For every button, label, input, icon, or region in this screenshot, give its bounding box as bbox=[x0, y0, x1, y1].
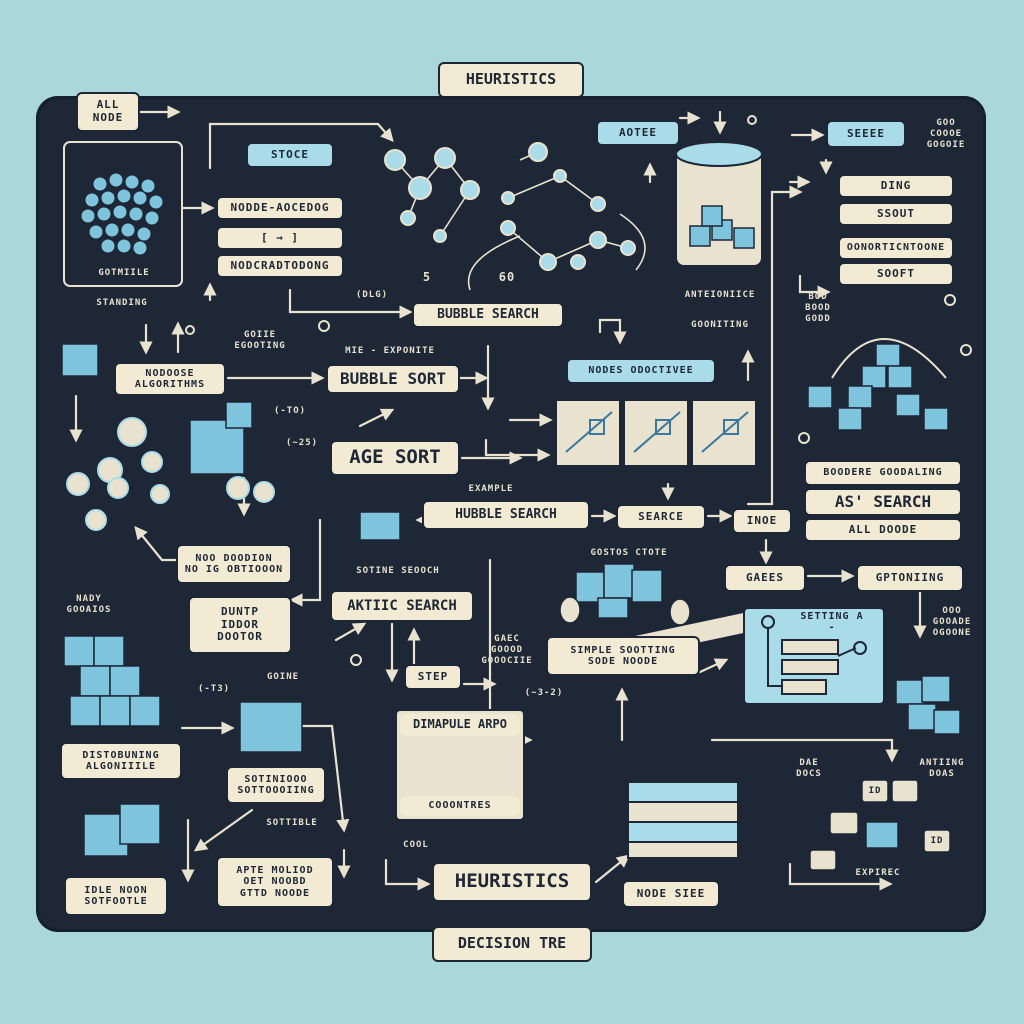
label-all-node-top: ALL NODE bbox=[76, 92, 140, 132]
label-gpdoting: GPTONIING bbox=[856, 564, 964, 592]
note-goeie: GOIIE EGOOTING bbox=[234, 330, 286, 351]
note-goonting: GOONITING bbox=[691, 320, 749, 330]
note-anting-goas: ANTIING DOAS bbox=[919, 758, 965, 779]
note-sotible: SOTTIBLE bbox=[266, 818, 318, 828]
note-tree-id-1: ID bbox=[868, 786, 882, 796]
label-node-objectives-top: NODES ODOCTIVEE bbox=[566, 358, 716, 384]
label-seeee: SEEEE bbox=[826, 120, 906, 148]
note-tbd-b: (~25) bbox=[285, 438, 319, 448]
label-astar-search: AS' SEARCH bbox=[804, 488, 962, 516]
label-step: STEP bbox=[404, 664, 462, 690]
label-apte-molicd: APTE MOLIOD OET NOOBD GTTD NOODE bbox=[216, 856, 334, 908]
label-stoce: STOCE bbox=[246, 142, 334, 168]
note-antering: ANTEIONIICE bbox=[684, 290, 756, 300]
caption-standing: STANDING bbox=[96, 298, 148, 308]
label-sooft: SOOFT bbox=[838, 262, 954, 286]
note-cos-tag: COOL bbox=[403, 840, 429, 850]
note-tree-id-2: ID bbox=[930, 836, 944, 846]
note-bdd: BOD BOOD GODD bbox=[805, 292, 831, 324]
label-setting-a: SETTING A - bbox=[800, 610, 864, 634]
label-nodcradtodong: NODCRADTODONG bbox=[216, 254, 344, 278]
label-duntp-index: DUNTP IDDOR DOOTOR bbox=[188, 596, 292, 654]
note-number-5: 5 bbox=[422, 270, 432, 284]
caption-cotmille: GOTMIILE bbox=[98, 268, 150, 278]
label-node-aocedog: NODDE-AOCEDOG bbox=[216, 196, 344, 220]
note-mie-exponite: MIE - EXPONITE bbox=[345, 346, 435, 356]
label-arrow-box: [ → ] bbox=[216, 226, 344, 250]
label-heuristics-bottom: HEURISTICS bbox=[432, 862, 592, 902]
note-dlg: (DLG) bbox=[355, 290, 389, 300]
label-age-sort: AGE SORT bbox=[330, 440, 460, 476]
note-tbd-d: (~3-2) bbox=[524, 688, 564, 698]
label-ssout: SSOUT bbox=[838, 202, 954, 226]
label-conomicntotone: OONORTICNTOONE bbox=[838, 236, 954, 260]
label-all-node-right: ALL DOODE bbox=[804, 518, 962, 542]
label-dimapule-arpo: DIMAPULE ARPO bbox=[400, 714, 520, 736]
label-code-right: INOE bbox=[732, 508, 792, 534]
label-hubble-search: HUBBLE SEARCH bbox=[422, 500, 590, 530]
note-sotine-search: SOTINE SEOOCH bbox=[356, 566, 440, 576]
title-bottom: DECISION TRE bbox=[432, 926, 592, 962]
note-tbd-c: (-T3) bbox=[197, 684, 231, 694]
note-dae-goes: DAE DOCS bbox=[796, 758, 822, 779]
label-distributing: DISTOBUNING ALGONIIILE bbox=[60, 742, 182, 780]
note-ooo-gooade: OOO GOOADE OGOONE bbox=[932, 606, 972, 638]
title-top: HEURISTICS bbox=[438, 62, 584, 98]
label-sorting-bottom: SOTINIOOO SOTTOOOIING bbox=[226, 766, 326, 804]
label-node-algorithms: NODOOSE ALGORITHMS bbox=[114, 362, 226, 396]
note-goine: GOINE bbox=[266, 672, 300, 682]
label-gaees: GAEES bbox=[724, 564, 806, 592]
label-nde-steer: NODE SIEE bbox=[622, 880, 720, 908]
label-bubble-sort: BUBBLE SORT bbox=[326, 364, 460, 394]
note-tbd-a: (-TO) bbox=[273, 406, 307, 416]
note-nady: NADY GOOAIOS bbox=[66, 594, 112, 615]
note-gaecdio: GAEC GOOOD GOOOCIIE bbox=[481, 634, 533, 666]
label-aotee: AOTEE bbox=[596, 120, 680, 146]
note-expirec: EXPIREC bbox=[855, 868, 901, 878]
label-node-objection: NOO DOODION NO IG OBTIOOON bbox=[176, 544, 292, 584]
label-boodere-goodoling: BOODERE GOODALING bbox=[804, 460, 962, 486]
label-aktinc-search: AKTIIC SEARCH bbox=[330, 590, 474, 622]
label-simple-sorting: SIMPLE SOOTTING SODE NOODE bbox=[546, 636, 700, 676]
label-ding: DING bbox=[838, 174, 954, 198]
label-search: SEARCE bbox=[616, 504, 706, 530]
label-idle-noon: IDLE NOON SOTFOOTLE bbox=[64, 876, 168, 916]
note-example: EXAMPLE bbox=[468, 484, 514, 494]
note-seeee-side: GOO COOOE GOGOIE bbox=[926, 118, 966, 150]
note-number-60: 60 bbox=[498, 270, 516, 284]
label-coordinates: COOONTRES bbox=[400, 796, 520, 816]
note-gosto-ctenne: GOSTOS CTOTE bbox=[590, 548, 668, 558]
label-bubble-search-1: BUBBLE SEARCH bbox=[412, 302, 564, 328]
